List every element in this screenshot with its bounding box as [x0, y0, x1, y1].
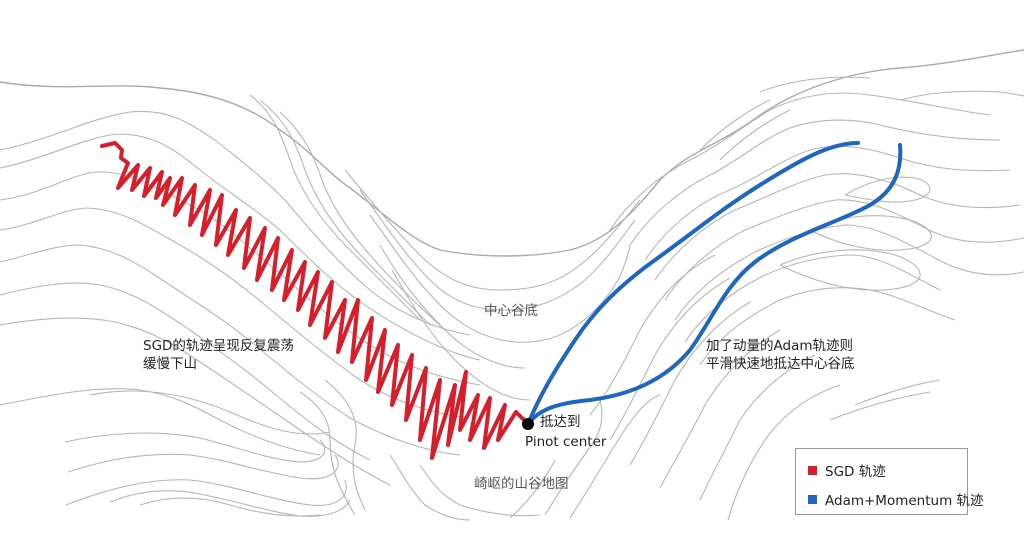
sgd-annotation: SGD的轨迹呈现反复震荡 缓慢下山 [143, 337, 294, 373]
center-point-marker [522, 418, 534, 430]
adam-annotation-line2: 平滑快速地抵达中心谷底 [706, 356, 855, 372]
contours-left [0, 94, 541, 521]
legend-item-adam: Adam+Momentum 轨迹 [808, 489, 984, 509]
adam-annotation: 加了动量的Adam轨迹则 平滑快速地抵达中心谷底 [706, 337, 855, 373]
adam-trajectory-upper [526, 141, 860, 426]
map-caption: 崎岖的山谷地图 [474, 476, 569, 492]
legend: SGD 轨迹 Adam+Momentum 轨迹 [795, 448, 984, 515]
adam-trajectory-lower [526, 143, 903, 426]
arrival-label-line2: Pinot center [525, 434, 607, 450]
legend-swatch-red-icon [808, 465, 817, 475]
legend-label-sgd: SGD 轨迹 [825, 464, 886, 480]
contour-outer-ridge [0, 49, 1024, 257]
legend-label-adam: Adam+Momentum 轨迹 [825, 493, 984, 509]
contours-right [509, 76, 1024, 521]
contours-center [344, 169, 641, 401]
arrival-label-line1: 抵达到 [540, 414, 581, 430]
legend-swatch-blue-icon [808, 494, 817, 504]
adam-annotation-line1: 加了动量的Adam轨迹则 [706, 338, 853, 354]
sgd-annotation-line2: 缓慢下山 [143, 356, 197, 372]
sgd-trajectory [100, 141, 530, 460]
sgd-annotation-line1: SGD的轨迹呈现反复震荡 [143, 338, 294, 354]
valley-center-label: 中心谷底 [484, 303, 538, 319]
legend-item-sgd: SGD 轨迹 [808, 460, 886, 480]
